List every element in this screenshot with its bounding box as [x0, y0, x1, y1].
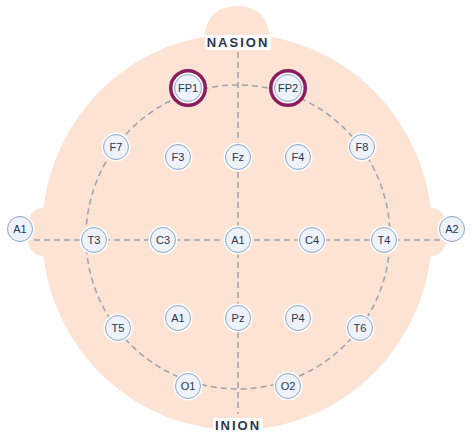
electrode-circle: Pz: [225, 305, 251, 331]
electrode-label: F4: [292, 152, 305, 163]
electrode-circle: A1: [7, 216, 33, 242]
electrode-label: C4: [305, 235, 319, 246]
highlight-ring: [171, 71, 205, 105]
electrode-circle: C3: [150, 227, 176, 253]
electrode-circle: O1: [175, 373, 201, 399]
electrode-circle: FP2: [274, 74, 302, 102]
landmark-label: INION: [213, 418, 263, 433]
electrode-circle: Fz: [225, 144, 251, 170]
electrode-circle: T5: [105, 315, 131, 341]
electrode-circle: T6: [347, 315, 373, 341]
electrode-label: F7: [110, 142, 123, 153]
electrode-circle: F8: [349, 134, 375, 160]
electrode-circle: F3: [165, 144, 191, 170]
electrode-circle: T3: [81, 227, 107, 253]
electrode-label: Fz: [232, 152, 244, 163]
electrode-label: T3: [88, 235, 101, 246]
electrode-circle: A2: [439, 216, 465, 242]
electrode-circle: FP1: [174, 74, 202, 102]
electrode-circle: O2: [275, 373, 301, 399]
electrode-circle: F4: [285, 144, 311, 170]
electrode-label: T4: [378, 235, 391, 246]
electrode-label: F3: [172, 152, 185, 163]
electrode-label: A1: [231, 235, 244, 246]
electrode-label: C3: [156, 235, 170, 246]
electrode-label: A1: [171, 313, 184, 324]
electrode-circle: F7: [103, 134, 129, 160]
electrode-circle: C4: [299, 227, 325, 253]
highlight-ring: [271, 71, 305, 105]
electrode-label: T5: [112, 323, 125, 334]
electrode-label: FP1: [178, 83, 198, 94]
electrode-label: A2: [445, 224, 458, 235]
electrode-label: T6: [354, 323, 367, 334]
electrode-label: Pz: [232, 313, 245, 324]
landmark-label: NASION: [205, 35, 272, 50]
electrode-label: A1: [13, 224, 26, 235]
electrode-circle: A1: [225, 227, 251, 253]
electrode-circle: P4: [285, 305, 311, 331]
electrode-label: FP2: [278, 83, 298, 94]
electrode-circle: T4: [371, 227, 397, 253]
electrode-label: P4: [291, 313, 304, 324]
head: [42, 34, 432, 430]
electrode-label: O1: [181, 381, 196, 392]
electrode-circle: A1: [165, 305, 191, 331]
electrode-label: O2: [281, 381, 296, 392]
electrode-label: F8: [356, 142, 369, 153]
